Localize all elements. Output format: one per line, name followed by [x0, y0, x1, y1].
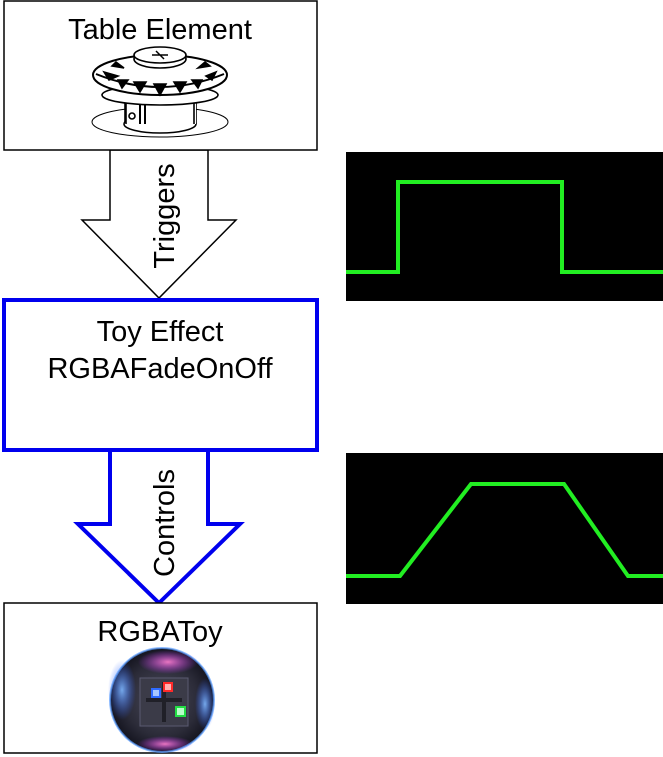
table-element-node: Table Element: [3, 0, 318, 151]
pinball-bumper-icon: [91, 46, 229, 138]
rgb-led-board-icon: [108, 647, 215, 753]
toy-node: RGBAToy: [3, 602, 318, 754]
triggers-arrow: Triggers: [80, 149, 238, 300]
triggers-label: Triggers: [149, 163, 181, 268]
trapezoid-fade-line: [346, 482, 663, 578]
controls-arrow: Controls: [73, 448, 245, 606]
square-pulse-line: [346, 180, 663, 274]
toy-effect-title-line2: RGBAFadeOnOff: [47, 353, 273, 385]
fade-signal-graph: [346, 453, 663, 604]
toy-title: RGBAToy: [97, 616, 223, 648]
trigger-signal-graph: [346, 152, 663, 301]
table-element-title: Table Element: [68, 14, 252, 46]
toy-effect-node: Toy Effect RGBAFadeOnOff: [2, 298, 319, 452]
toy-effect-title-line1: Toy Effect: [97, 316, 224, 348]
controls-label: Controls: [149, 469, 181, 577]
